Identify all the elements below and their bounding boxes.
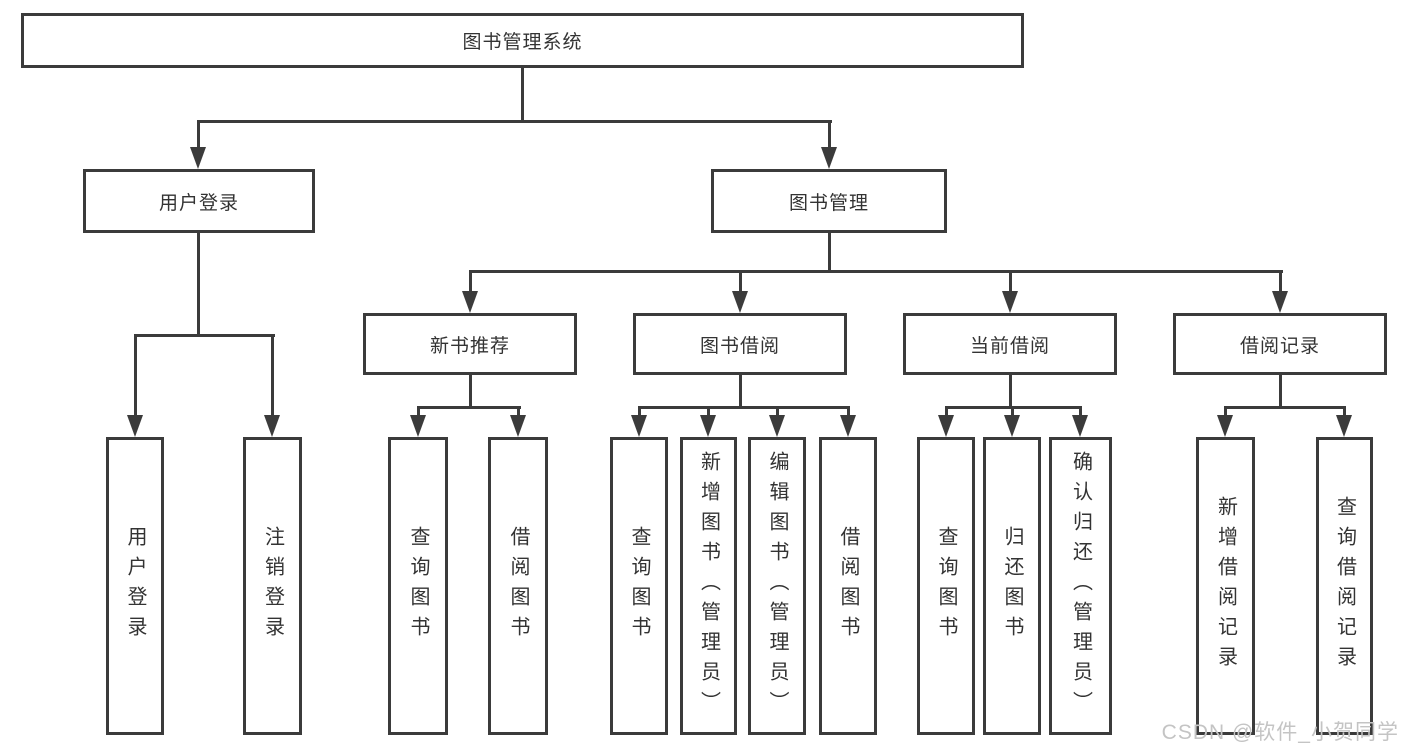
connector-line bbox=[197, 120, 200, 150]
arrow-down-icon bbox=[840, 415, 856, 437]
leaf-query-books-borrow: 查询图书 bbox=[610, 437, 668, 735]
arrow-down-icon bbox=[769, 415, 785, 437]
leaf-label: 查询图书 bbox=[407, 526, 429, 646]
leaf-label: 借阅图书 bbox=[837, 526, 859, 646]
arrow-down-icon bbox=[1217, 415, 1233, 437]
connector-line bbox=[638, 406, 850, 409]
connector-line bbox=[197, 233, 200, 337]
connector-line bbox=[828, 120, 831, 150]
connector-line bbox=[271, 334, 274, 418]
arrow-down-icon bbox=[1072, 415, 1088, 437]
connector-line bbox=[469, 270, 1283, 273]
leaf-label: 查询图书 bbox=[935, 526, 957, 646]
connector-line bbox=[134, 334, 275, 337]
node-user-login: 用户登录 bbox=[83, 169, 315, 233]
leaf-label: 编辑图书（管理员） bbox=[766, 451, 788, 721]
node-library-system: 图书管理系统 bbox=[21, 13, 1024, 68]
arrow-down-icon bbox=[821, 147, 837, 169]
arrow-down-icon bbox=[700, 415, 716, 437]
leaf-label: 用户登录 bbox=[124, 526, 146, 646]
node-label: 当前借阅 bbox=[969, 335, 1050, 357]
connector-line bbox=[417, 406, 521, 409]
leaf-label: 确认归还（管理员） bbox=[1069, 451, 1092, 721]
leaf-label: 新增图书（管理员） bbox=[697, 451, 720, 721]
connector-line bbox=[134, 334, 137, 418]
connector-line bbox=[828, 233, 831, 273]
connector-line bbox=[847, 406, 850, 418]
leaf-label: 查询图书 bbox=[628, 526, 650, 646]
leaf-label: 借阅图书 bbox=[507, 526, 529, 646]
connector-line bbox=[945, 406, 948, 418]
node-label: 图书借阅 bbox=[699, 335, 780, 357]
connector-line bbox=[1279, 375, 1282, 409]
connector-line bbox=[1224, 406, 1227, 418]
node-new-book-recommend: 新书推荐 bbox=[363, 313, 577, 375]
connector-line bbox=[517, 406, 520, 418]
node-label: 新书推荐 bbox=[429, 335, 510, 357]
leaf-label: 查询借阅记录 bbox=[1333, 496, 1356, 676]
arrow-down-icon bbox=[1002, 291, 1018, 313]
leaf-return-books: 归还图书 bbox=[983, 437, 1041, 735]
leaf-query-books-newbook: 查询图书 bbox=[388, 437, 448, 735]
arrow-down-icon bbox=[127, 415, 143, 437]
arrow-down-icon bbox=[732, 291, 748, 313]
arrow-down-icon bbox=[1272, 291, 1288, 313]
node-current-borrow: 当前借阅 bbox=[903, 313, 1117, 375]
connector-line bbox=[197, 120, 832, 123]
leaf-add-borrow-record: 新增借阅记录 bbox=[1196, 437, 1255, 735]
arrow-down-icon bbox=[1004, 415, 1020, 437]
arrow-down-icon bbox=[264, 415, 280, 437]
arrow-down-icon bbox=[938, 415, 954, 437]
connector-line bbox=[469, 375, 472, 409]
connector-line bbox=[638, 406, 641, 418]
connector-line bbox=[707, 406, 710, 418]
connector-line bbox=[739, 270, 742, 296]
connector-line bbox=[1011, 406, 1014, 418]
leaf-add-books-admin: 新增图书（管理员） bbox=[680, 437, 737, 735]
node-book-borrow: 图书借阅 bbox=[633, 313, 847, 375]
leaf-label: 注销登录 bbox=[261, 526, 284, 646]
leaf-edit-books-admin: 编辑图书（管理员） bbox=[748, 437, 806, 735]
connector-line bbox=[1009, 375, 1012, 409]
connector-line bbox=[739, 375, 742, 409]
connector-line bbox=[1009, 270, 1012, 296]
node-label: 图书管理系统 bbox=[462, 32, 583, 53]
leaf-logout: 注销登录 bbox=[243, 437, 302, 735]
connector-line bbox=[1343, 406, 1346, 418]
leaf-borrow-books-newbook: 借阅图书 bbox=[488, 437, 548, 735]
node-label: 用户登录 bbox=[158, 192, 239, 214]
leaf-borrow-books: 借阅图书 bbox=[819, 437, 877, 735]
watermark: CSDN @软件_小贺同学 bbox=[1161, 721, 1399, 744]
leaf-confirm-return-admin: 确认归还（管理员） bbox=[1049, 437, 1112, 735]
node-book-management: 图书管理 bbox=[711, 169, 947, 233]
node-label: 图书管理 bbox=[788, 192, 869, 214]
leaf-user-login: 用户登录 bbox=[106, 437, 164, 735]
connector-line bbox=[776, 406, 779, 418]
connector-line bbox=[417, 406, 420, 418]
leaf-label: 归还图书 bbox=[1001, 526, 1023, 646]
arrow-down-icon bbox=[1336, 415, 1352, 437]
connector-line bbox=[469, 270, 472, 296]
connector-line bbox=[1079, 406, 1082, 418]
node-borrow-records: 借阅记录 bbox=[1173, 313, 1387, 375]
arrow-down-icon bbox=[410, 415, 426, 437]
connector-line bbox=[1224, 406, 1346, 409]
arrow-down-icon bbox=[510, 415, 526, 437]
node-label: 借阅记录 bbox=[1239, 335, 1320, 357]
arrow-down-icon bbox=[462, 291, 478, 313]
leaf-query-borrow-record: 查询借阅记录 bbox=[1316, 437, 1373, 735]
leaf-label: 新增借阅记录 bbox=[1214, 496, 1237, 676]
connector-line bbox=[1279, 270, 1282, 296]
arrow-down-icon bbox=[631, 415, 647, 437]
arrow-down-icon bbox=[190, 147, 206, 169]
connector-line bbox=[521, 68, 524, 122]
leaf-query-books-current: 查询图书 bbox=[917, 437, 975, 735]
